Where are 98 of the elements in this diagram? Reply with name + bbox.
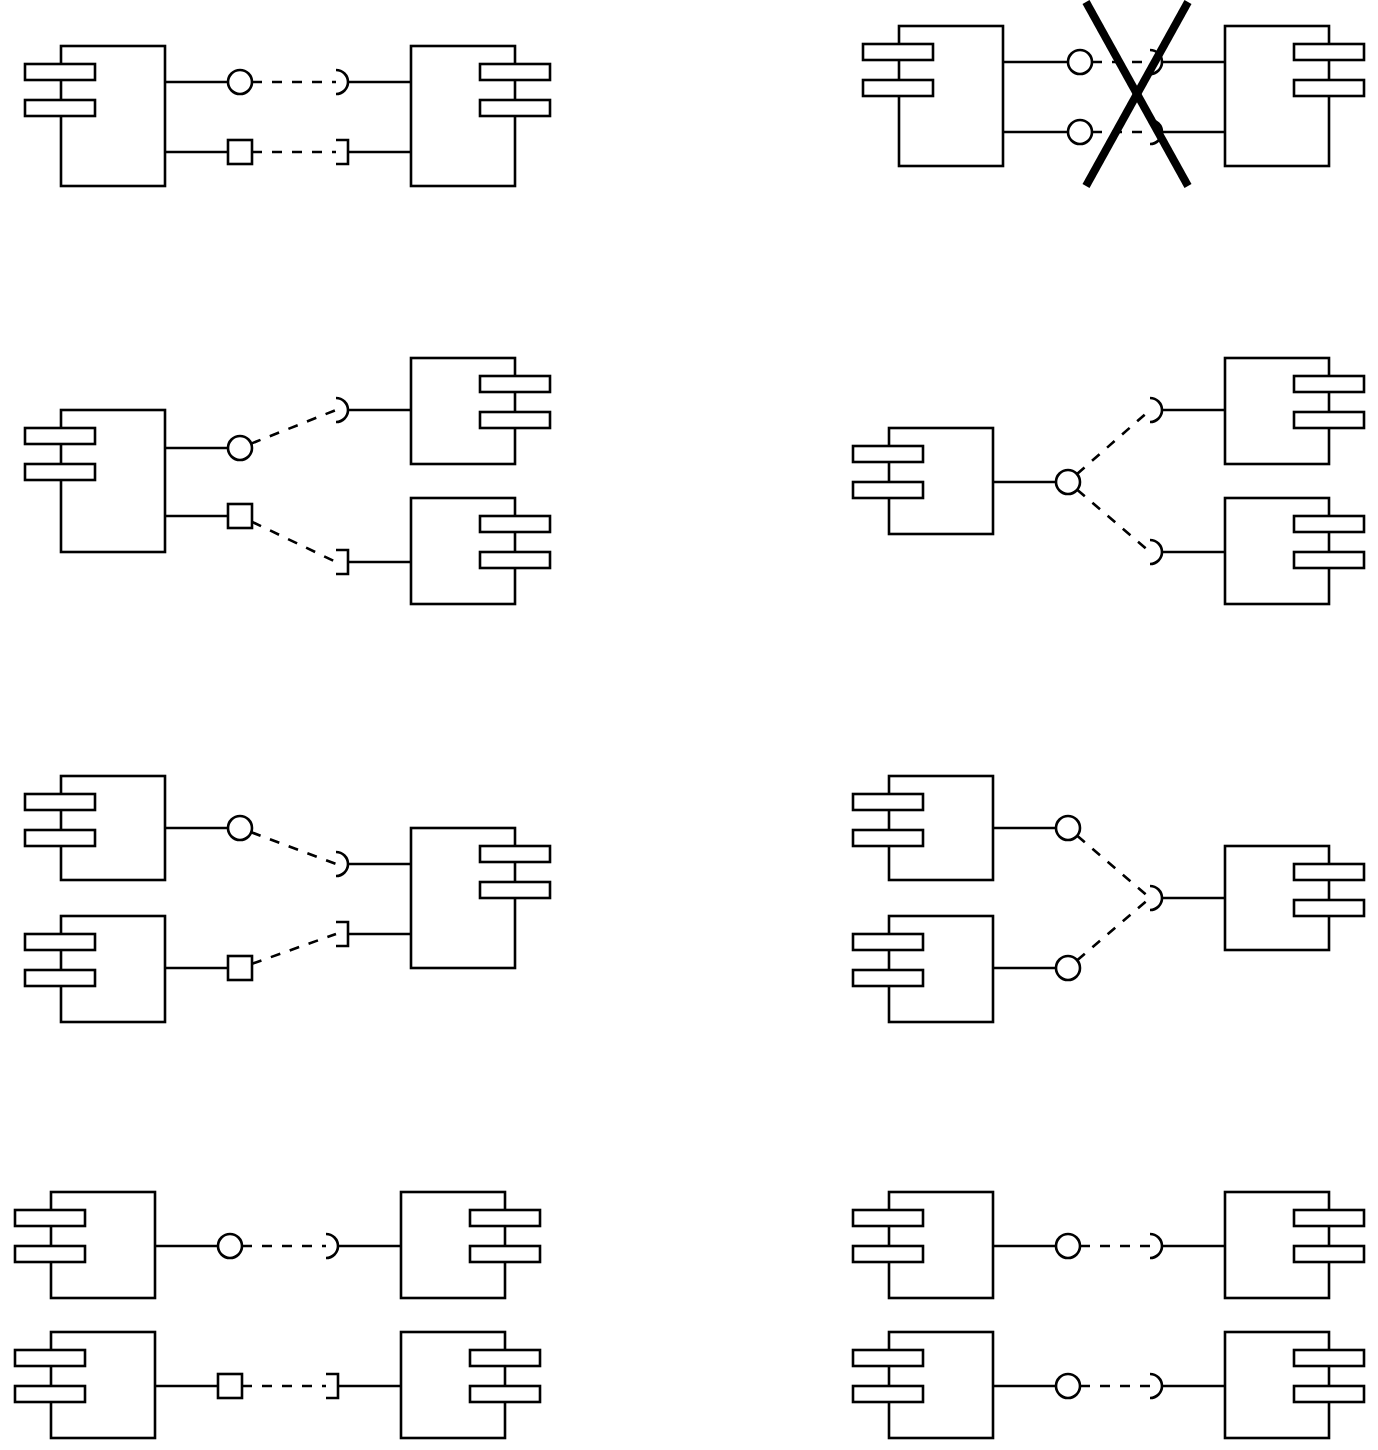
connector bbox=[1162, 1244, 1224, 1248]
dashed-connector bbox=[1080, 1244, 1150, 1248]
connector bbox=[348, 408, 410, 412]
socket-arc bbox=[1148, 1232, 1164, 1260]
component-box bbox=[24, 914, 166, 1024]
interface-circle bbox=[1054, 814, 1082, 842]
component-box bbox=[852, 914, 994, 1024]
socket-arc bbox=[1148, 884, 1164, 912]
socket-arc bbox=[1148, 48, 1164, 76]
dashed-connector bbox=[250, 408, 337, 445]
connector bbox=[338, 1244, 400, 1248]
connector bbox=[994, 966, 1056, 970]
dashed-connector bbox=[1080, 1384, 1150, 1388]
component-box bbox=[1224, 356, 1366, 466]
connector bbox=[156, 1384, 218, 1388]
connector bbox=[994, 480, 1056, 484]
connector bbox=[1004, 60, 1068, 64]
socket-arc bbox=[1148, 118, 1164, 146]
connector bbox=[1162, 550, 1224, 554]
socket-bracket bbox=[324, 1372, 340, 1400]
socket-arc bbox=[334, 396, 350, 424]
connector bbox=[348, 560, 410, 564]
interface-circle bbox=[1066, 118, 1094, 146]
component-box bbox=[852, 426, 994, 536]
connector bbox=[1162, 896, 1224, 900]
connector bbox=[994, 826, 1056, 830]
interface-circle bbox=[1066, 48, 1094, 76]
interface-square bbox=[226, 138, 254, 166]
component-box bbox=[1224, 1330, 1366, 1440]
dashed-connector bbox=[252, 80, 336, 84]
connector bbox=[166, 446, 228, 450]
socket-arc bbox=[1148, 1372, 1164, 1400]
component-box bbox=[410, 826, 552, 970]
dashed-connector bbox=[1076, 409, 1151, 475]
dashed-connector bbox=[242, 1244, 326, 1248]
socket-bracket bbox=[334, 138, 350, 166]
component-box bbox=[1224, 844, 1366, 952]
component-box bbox=[24, 408, 166, 554]
component-box bbox=[852, 1190, 994, 1300]
connector bbox=[1162, 1384, 1224, 1388]
dashed-connector bbox=[250, 831, 337, 866]
socket-bracket bbox=[334, 548, 350, 576]
socket-arc bbox=[334, 68, 350, 96]
connector bbox=[166, 80, 228, 84]
interface-circle bbox=[1054, 468, 1082, 496]
interface-circle bbox=[1054, 954, 1082, 982]
connector bbox=[1162, 408, 1224, 412]
component-box bbox=[400, 1190, 542, 1300]
dashed-connector bbox=[251, 932, 337, 966]
socket-bracket bbox=[334, 920, 350, 948]
connector bbox=[994, 1384, 1056, 1388]
connector bbox=[166, 150, 228, 154]
connector bbox=[1162, 130, 1224, 134]
component-box bbox=[14, 1330, 156, 1440]
interface-circle bbox=[226, 68, 254, 96]
connector bbox=[338, 1384, 400, 1388]
connector bbox=[348, 80, 410, 84]
connector bbox=[1004, 130, 1068, 134]
connector bbox=[1162, 60, 1224, 64]
dashed-connector bbox=[1076, 834, 1151, 899]
connector bbox=[348, 932, 410, 936]
component-box bbox=[410, 356, 552, 466]
dashed-connector bbox=[1076, 488, 1151, 553]
interface-circle bbox=[1054, 1232, 1082, 1260]
component-box bbox=[410, 44, 552, 188]
socket-arc bbox=[334, 850, 350, 878]
component-box bbox=[1224, 496, 1366, 606]
dashed-connector bbox=[251, 520, 337, 564]
socket-arc bbox=[324, 1232, 340, 1260]
interface-circle bbox=[216, 1232, 244, 1260]
interface-square bbox=[226, 502, 254, 530]
component-box bbox=[1224, 1190, 1366, 1300]
connector bbox=[348, 150, 410, 154]
component-box bbox=[1224, 24, 1366, 168]
interface-circle bbox=[226, 434, 254, 462]
socket-arc bbox=[1148, 538, 1164, 566]
connector bbox=[156, 1244, 218, 1248]
component-box bbox=[24, 774, 166, 882]
connector bbox=[166, 966, 228, 970]
dashed-connector bbox=[1076, 897, 1151, 962]
component-box bbox=[24, 44, 166, 188]
dashed-connector bbox=[242, 1384, 326, 1388]
socket-arc bbox=[1148, 396, 1164, 424]
component-box bbox=[852, 1330, 994, 1440]
interface-circle bbox=[226, 814, 254, 842]
connector bbox=[166, 514, 228, 518]
component-box bbox=[410, 496, 552, 606]
connector bbox=[994, 1244, 1056, 1248]
interface-circle bbox=[1054, 1372, 1082, 1400]
connector bbox=[348, 862, 410, 866]
interface-square bbox=[216, 1372, 244, 1400]
component-box bbox=[852, 774, 994, 882]
interface-square bbox=[226, 954, 254, 982]
connector bbox=[166, 826, 228, 830]
dashed-connector bbox=[252, 150, 336, 154]
component-box bbox=[14, 1190, 156, 1300]
component-box bbox=[400, 1330, 542, 1440]
component-box bbox=[862, 24, 1004, 168]
